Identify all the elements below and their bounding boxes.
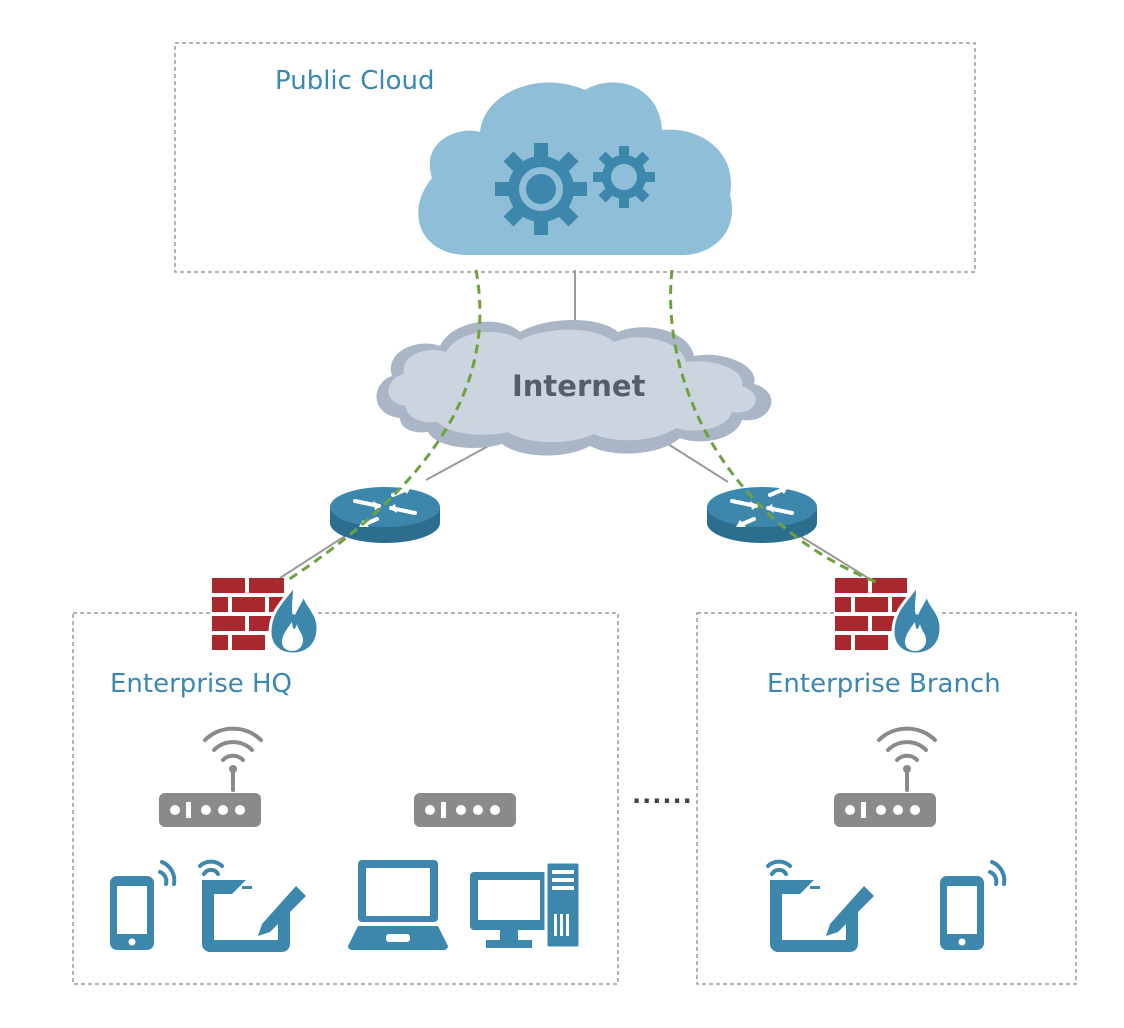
switch-icon-hq [414, 793, 516, 827]
phone-icon-hq [108, 860, 177, 952]
enterprise-branch-label: Enterprise Branch [767, 669, 1001, 699]
tablet-pen-icon-hq [198, 859, 308, 954]
enterprise-hq-box [72, 612, 619, 985]
access-point-icon-hq [159, 793, 261, 827]
firewall-icon-hq [210, 576, 320, 656]
enterprise-hq-label: Enterprise HQ [110, 669, 293, 699]
network-links [279, 270, 869, 579]
phone-icon-branch [938, 860, 1007, 952]
gear-icon [495, 143, 587, 235]
wifi-icon-hq [203, 726, 263, 792]
tablet-pen-icon-branch [766, 859, 876, 954]
cloud-icon [418, 82, 733, 256]
router-icon-branch [705, 485, 819, 545]
gear-icon-small [593, 146, 655, 208]
desktop-icon [468, 860, 582, 950]
internet-cloud-icon [376, 320, 772, 456]
firewall-icon-branch [833, 576, 943, 656]
internet-label: Internet [512, 369, 646, 403]
router-icon-hq [328, 485, 442, 545]
laptop-icon [348, 860, 448, 950]
more-sites-ellipsis: ...... [632, 781, 693, 809]
public-cloud-label: Public Cloud [275, 66, 435, 96]
wifi-icon-branch [877, 726, 937, 792]
access-point-icon-branch [834, 793, 936, 827]
vpn-tunnels [284, 269, 877, 584]
